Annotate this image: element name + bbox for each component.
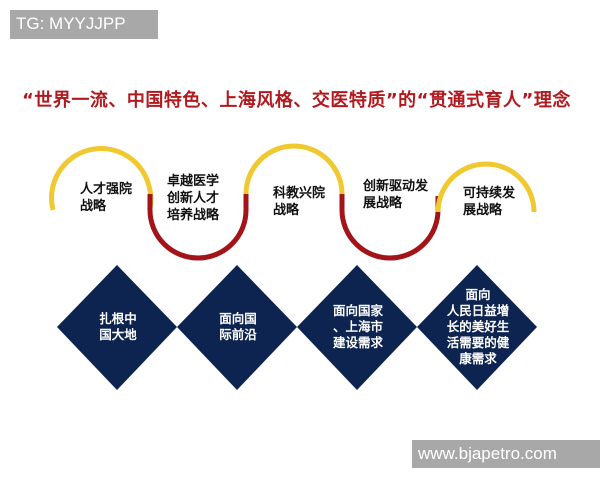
strategy-label-4: 创新驱动发 展战略 — [363, 179, 429, 211]
wave-arc-5 — [435, 161, 537, 213]
orientation-label-2: 面向国 际前沿 — [219, 311, 257, 342]
diamond-4 — [417, 265, 537, 390]
wave-arc-3 — [243, 143, 345, 195]
diagram-title: “世界一流、中国特色、上海风格、交医特质”的“贯通式育人”理念 — [22, 90, 571, 111]
wave-arc-2 — [147, 194, 249, 261]
watermark-bottom: www.bjapetro.com — [412, 440, 600, 468]
diamond-1 — [57, 265, 177, 390]
strategy-label-2: 卓越医学 创新人才 培养战略 — [167, 174, 220, 223]
wave-arc-1 — [49, 146, 152, 211]
orientation-label-3: 面向国家 、上海市 建设需求 — [332, 303, 384, 350]
watermark-top: TG: MYYJJPP — [10, 10, 158, 39]
diamond-2 — [177, 265, 297, 390]
strategy-label-3: 科教兴院 战略 — [273, 186, 326, 218]
orientation-label-1: 扎根中 国大地 — [99, 311, 137, 342]
strategy-label-1: 人才强院 战略 — [80, 182, 133, 214]
diamond-3 — [297, 265, 417, 390]
wave-arc-4 — [339, 194, 441, 261]
orientation-label-4: 面向 人民日益增 长的美好生 活需要的健 康需求 — [446, 287, 510, 366]
strategy-label-5: 可持续发 展战略 — [463, 186, 516, 218]
